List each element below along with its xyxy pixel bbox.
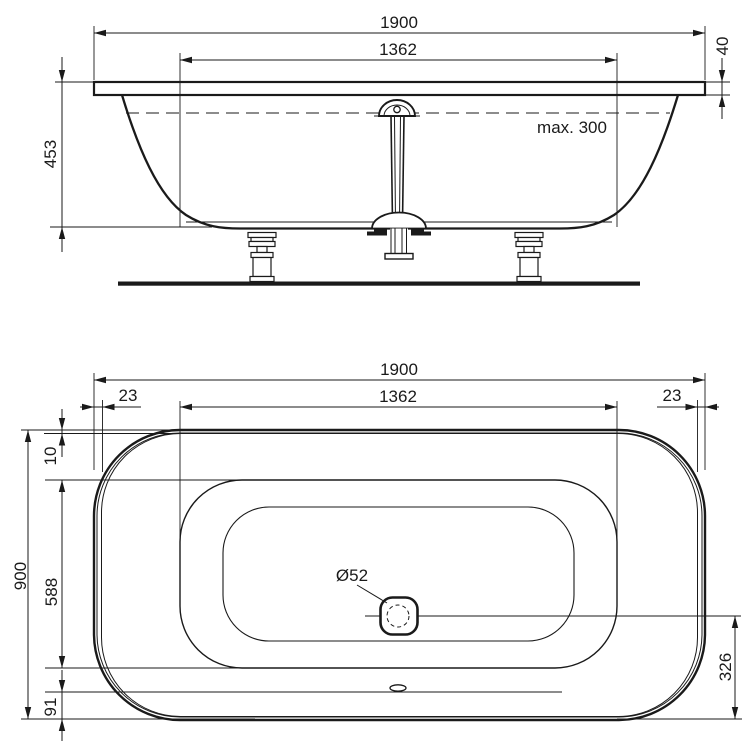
- dim-label-drain-diameter: Ø52: [336, 566, 368, 585]
- leg-disc: [250, 236, 274, 243]
- leg-disc: [248, 240, 276, 248]
- arrowhead: [24, 707, 32, 719]
- arrowhead: [24, 430, 32, 442]
- arrowhead: [58, 227, 66, 239]
- waste-pipe-mask: [390, 116, 405, 222]
- drain-leader-line: [356, 584, 388, 604]
- tub-leg-left: [247, 231, 277, 283]
- overflow-waste-assembly: [367, 99, 431, 260]
- drain-outlet-cap: [384, 252, 414, 260]
- tub-legs: [118, 231, 640, 286]
- arrowhead: [693, 29, 705, 37]
- leg-disc: [515, 240, 543, 248]
- arrowhead: [605, 56, 617, 64]
- overflow-cap-screw: [393, 105, 401, 114]
- overflow-cap-inner-arc: [383, 104, 411, 117]
- tub-bowl-floor-contour: [222, 506, 575, 642]
- dim-label-10: 10: [41, 447, 60, 466]
- dim-label-40: 40: [713, 37, 732, 56]
- arrowhead: [685, 403, 698, 411]
- arrowhead: [180, 403, 192, 411]
- arrowhead: [58, 656, 66, 668]
- plan-view: 91 Ø52 1900 23: [11, 360, 742, 741]
- arrowhead: [94, 376, 106, 384]
- tub-rim-section: [92, 80, 707, 97]
- floor-base-plate: [118, 281, 640, 286]
- leg-nut: [517, 251, 541, 259]
- dim-label-23: 23: [663, 386, 682, 405]
- dim-side-overall-length: 1900: [93, 13, 706, 80]
- max-fill-note: max. 300: [537, 118, 607, 137]
- dim-side-rim-height: 40: [706, 37, 732, 119]
- dim-plan-drain-offset: 326: [617, 616, 742, 720]
- dim-label-23: 23: [119, 386, 138, 405]
- dim-label-1900: 1900: [380, 360, 418, 379]
- dim-plan-overall-width: 900: [11, 429, 255, 720]
- dim-label-91: 91: [41, 698, 60, 717]
- waste-pipe-inner-line: [394, 115, 396, 223]
- arrowhead: [718, 95, 726, 107]
- arrowhead: [82, 403, 94, 411]
- tub-rim-inner-contour: [101, 433, 698, 717]
- arrowhead: [58, 433, 66, 446]
- arrowhead: [58, 719, 66, 731]
- waste-pipe-inner-line: [399, 115, 401, 223]
- arrowhead: [94, 29, 106, 37]
- arrowhead: [58, 680, 66, 692]
- leg-foot-cylinder: [252, 256, 272, 278]
- drain-flange-step: [423, 231, 431, 236]
- dim-plan-overall-length: 1900: [93, 360, 706, 470]
- leg-top-disc: [514, 231, 544, 239]
- dim-side-inner-length: 1362: [179, 40, 618, 227]
- dim-plan-inner-width: 588: [42, 479, 262, 669]
- leg-threaded-stem: [523, 245, 535, 254]
- plan-drain: Ø52: [336, 566, 741, 636]
- dim-label-1900: 1900: [380, 13, 418, 32]
- leg-nut: [250, 251, 274, 259]
- arrowhead: [693, 376, 705, 384]
- leg-threaded-stem: [256, 245, 268, 254]
- dim-label-1362: 1362: [379, 387, 417, 406]
- waste-pipe-left-edge: [390, 115, 394, 223]
- waste-pipe-right-edge: [401, 115, 405, 223]
- dim-plan-overflow-offset: 91: [41, 670, 562, 741]
- dim-side-total-height: 453: [41, 57, 212, 252]
- arrowhead: [102, 403, 115, 411]
- arrowhead: [58, 418, 66, 430]
- arrowhead: [731, 707, 739, 719]
- dim-plan-rim-offset-right: 23: [657, 386, 719, 472]
- drain-flange: [374, 228, 387, 236]
- dim-label-588: 588: [42, 578, 61, 606]
- drain-outlet-mask: [390, 228, 408, 254]
- dim-label-453: 453: [41, 140, 60, 168]
- arrowhead: [58, 70, 66, 82]
- arrowhead: [180, 56, 192, 64]
- arrowhead: [58, 480, 66, 492]
- drain-flange-step: [367, 231, 375, 236]
- leg-foot-cylinder: [519, 256, 539, 278]
- arrowhead: [718, 70, 726, 82]
- leg-disc: [517, 236, 541, 243]
- leg-base-pad: [249, 275, 275, 283]
- leg-top-disc: [247, 231, 277, 239]
- plan-tub-contours: [92, 428, 707, 722]
- arrowhead: [705, 403, 717, 411]
- dim-plan-rim-offset-top: 10: [41, 409, 255, 465]
- dim-label-900: 900: [11, 562, 30, 590]
- drain-trap-arch: [371, 211, 427, 230]
- tub-leg-right: [514, 231, 544, 283]
- dim-plan-inner-length: 1362: [179, 387, 618, 575]
- leg-base-pad: [516, 275, 542, 283]
- side-elevation-view: 1900 1362 40 453: [41, 13, 732, 286]
- drain-recess-outline: [379, 596, 419, 636]
- dim-label-1362: 1362: [379, 40, 417, 59]
- drain-flange: [411, 228, 424, 236]
- arrowhead: [731, 616, 739, 628]
- arrowhead: [605, 403, 617, 411]
- dim-label-326: 326: [716, 653, 735, 681]
- overflow-hole-plan: [389, 684, 407, 692]
- drain-hole-dashed-circle: [386, 604, 410, 628]
- dim-plan-rim-offset-left: 23: [80, 386, 141, 472]
